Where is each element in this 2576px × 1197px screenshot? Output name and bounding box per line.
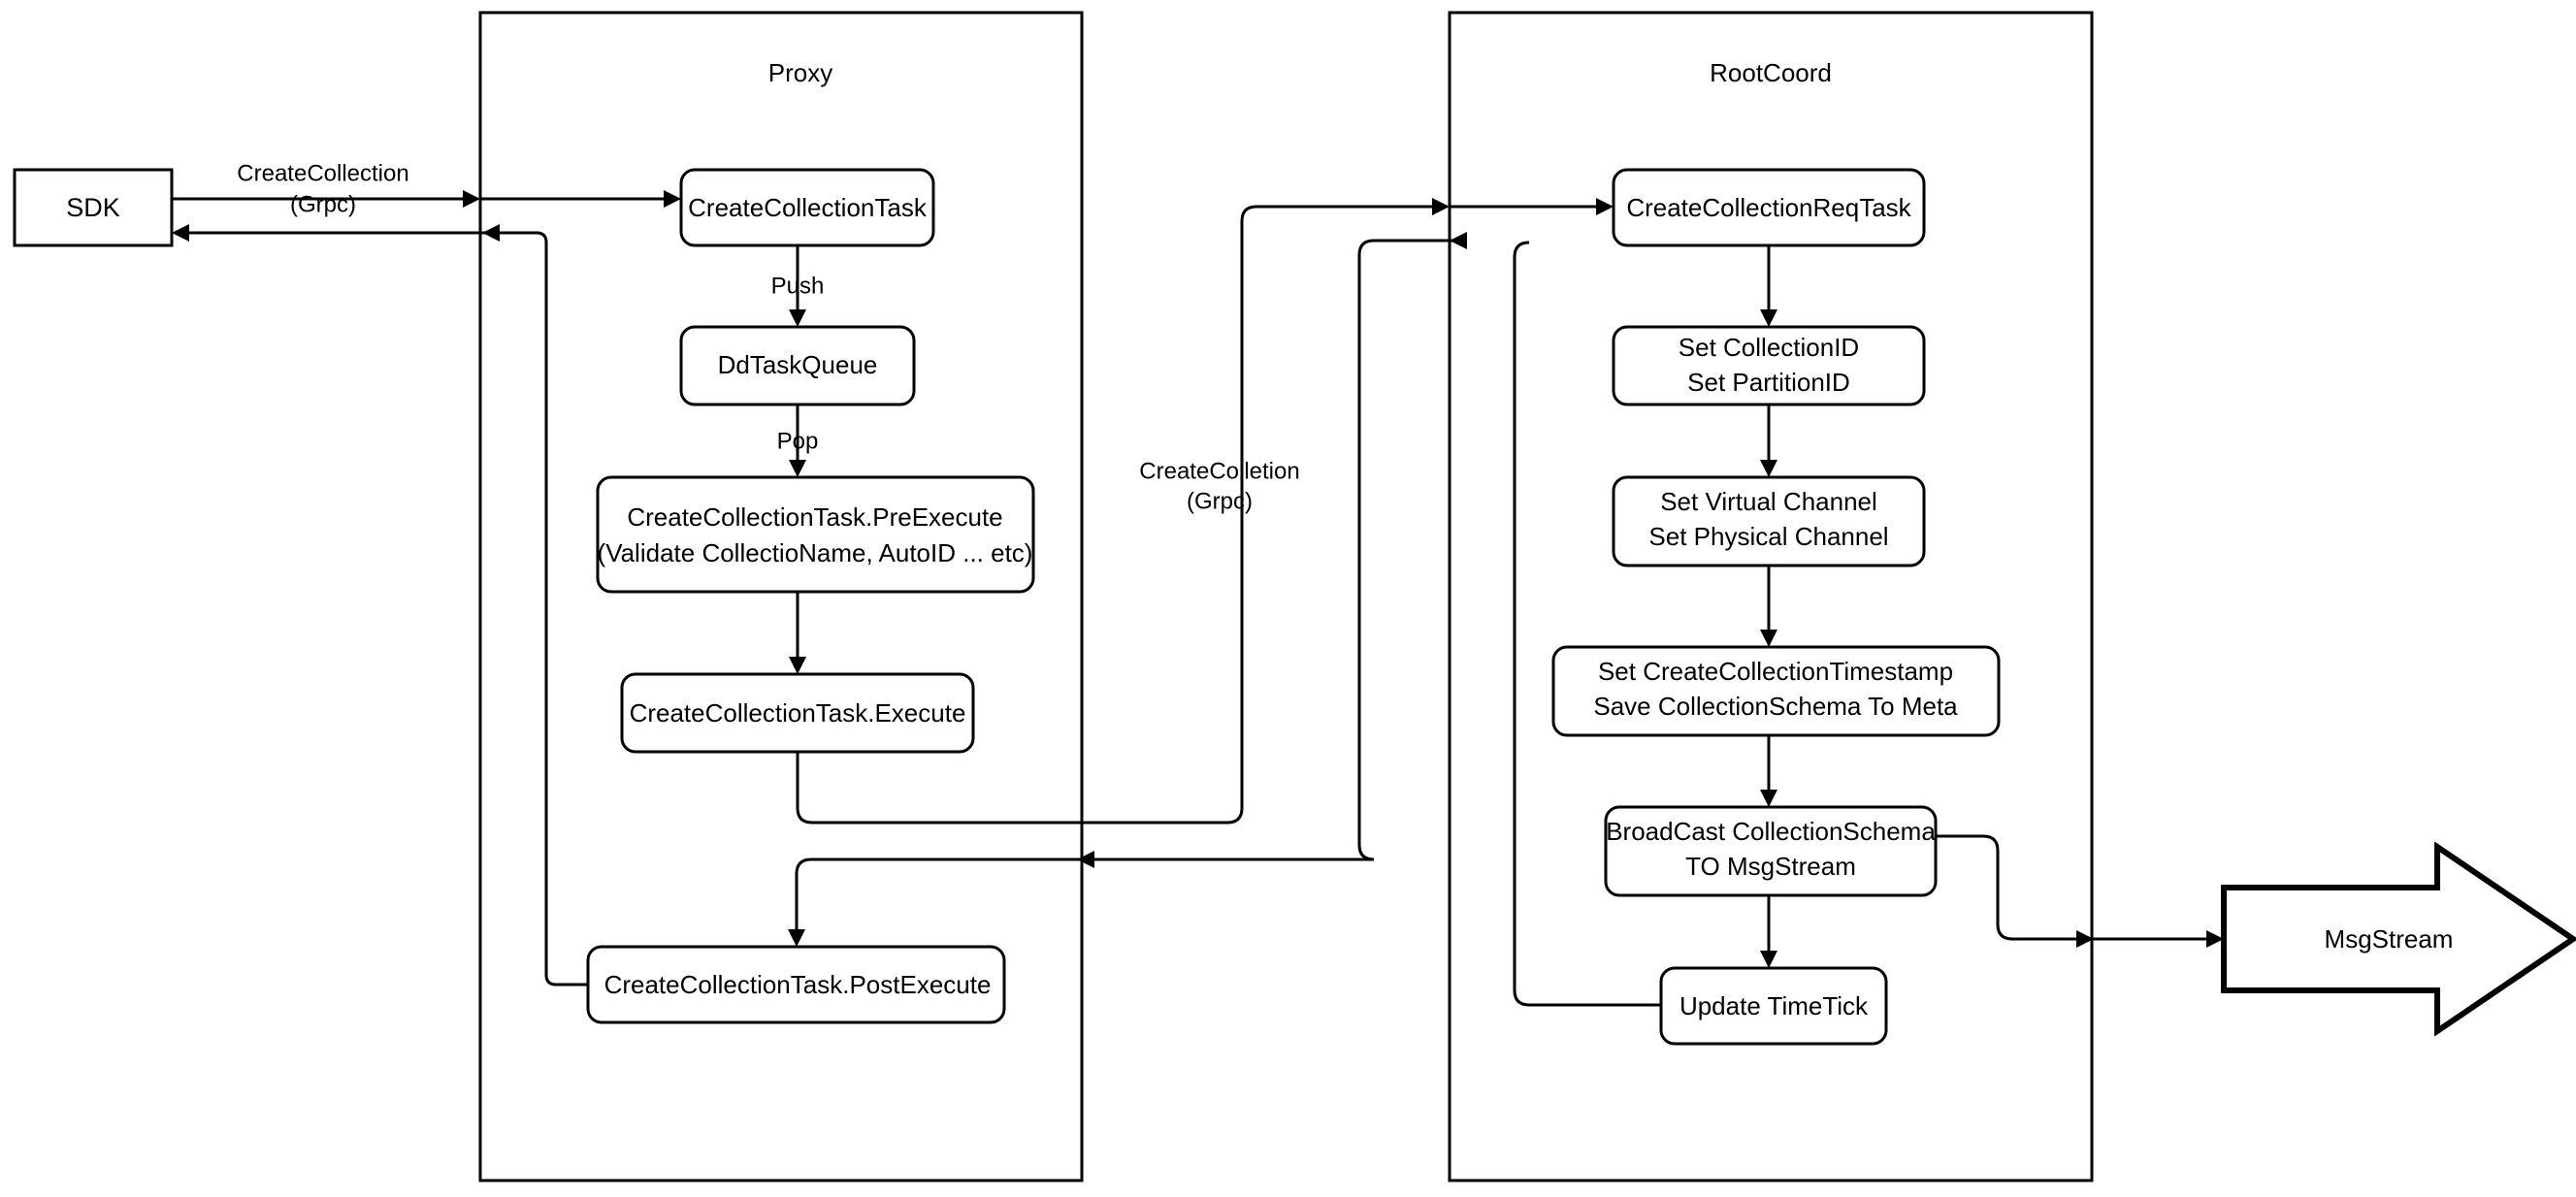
arrowhead-queue-to-preexecute [789, 460, 806, 477]
node-set-ids-label-line1: Set CollectionID [1679, 333, 1859, 362]
node-post-execute-label: CreateCollectionTask.PostExecute [604, 970, 992, 999]
edge-broadcast-to-msgstream [1936, 834, 2100, 941]
node-broadcast[interactable] [1604, 805, 1938, 897]
node-update-timetick-label: Update TimeTick [1679, 991, 1869, 1020]
edge-grpc-up-to-rootcoord [1226, 205, 1444, 825]
arrowhead-setids-to-setchannels [1760, 460, 1777, 477]
node-broadcast-label-line1: BroadCast CollectionSchema [1606, 817, 1936, 846]
node-pre-execute-label-line2: (Validate CollectioName, AutoID ... etc) [598, 538, 1033, 567]
node-create-collection-req-task-label: CreateCollectionReqTask [1626, 193, 1911, 222]
arrowhead-reqtask-to-setids [1760, 309, 1777, 327]
arrowhead-preexecute-to-execute [789, 657, 806, 674]
node-execute[interactable] [620, 672, 975, 754]
node-create-collection-task-label: CreateCollectionTask [688, 193, 928, 222]
arrowhead-broadcast-at-rootcoord-edge [2076, 930, 2094, 948]
arrowhead-proxy-boundary-to-task [664, 190, 681, 208]
node-dd-task-queue-label: DdTaskQueue [718, 350, 878, 379]
arrowhead-broadcast-to-timetick [1760, 951, 1777, 968]
node-set-timestamp[interactable] [1551, 645, 2001, 737]
arrowhead-to-msgstream-shape [2206, 930, 2224, 948]
node-create-collection-req-task[interactable] [1612, 168, 1926, 247]
node-set-ids[interactable] [1612, 325, 1926, 406]
edge-label-pop: Pop [777, 428, 819, 454]
arrowhead-return-at-proxy-boundary [482, 224, 500, 242]
node-pre-execute-label-line1: CreateCollectionTask.PreExecute [627, 502, 1002, 532]
edge-label-createcolletion-grpc-line1: CreateColletion [1139, 458, 1299, 484]
arrowhead-rootcoord-boundary-to-reqtask [1596, 198, 1614, 215]
node-create-collection-task[interactable] [679, 168, 935, 247]
node-set-timestamp-label-line1: Set CreateCollectionTimestamp [1598, 657, 1953, 686]
arrowhead-postexecute-to-sdk [172, 224, 189, 242]
container-rootcoord-title: RootCoord [1710, 58, 1832, 87]
arrowhead-sdk-to-proxy [463, 190, 480, 208]
node-set-ids-label-line2: Set PartitionID [1687, 368, 1850, 397]
arrowhead-task-to-queue [789, 309, 806, 327]
edge-label-push: Push [771, 273, 825, 299]
arrowhead-setchannels-to-settimestamp [1760, 630, 1777, 647]
edge-execute-to-rootcoord [796, 752, 1227, 825]
node-post-execute[interactable] [586, 945, 1006, 1024]
node-execute-label: CreateCollectionTask.Execute [630, 698, 966, 728]
node-set-channels-label-line1: Set Virtual Channel [1660, 487, 1877, 516]
edge-rootcoord-return-riser [1357, 239, 1455, 861]
node-msgstream-arrow[interactable] [2221, 841, 2576, 1037]
edge-label-createcollection-grpc-line2: (Grpc) [290, 191, 356, 217]
arrowhead-return-at-proxy-edge [1077, 851, 1094, 868]
node-msgstream-label: MsgStream [2325, 924, 2454, 954]
arrowhead-settimestamp-to-broadcast [1760, 790, 1777, 807]
arrowhead-return-to-postexecute [788, 929, 805, 947]
edge-label-createcollection-grpc-line1: CreateCollection [237, 160, 408, 186]
arrowhead-rootcoord-return-at-boundary [1450, 232, 1467, 249]
node-dd-task-queue[interactable] [679, 325, 916, 406]
node-update-timetick[interactable] [1659, 966, 1888, 1046]
edge-return-down-to-postexecute [795, 857, 812, 931]
node-set-timestamp-label-line2: Save CollectionSchema To Meta [1593, 692, 1958, 721]
node-set-channels[interactable] [1612, 475, 1926, 567]
arrowhead-grpc-at-rootcoord-boundary [1432, 198, 1450, 215]
node-pre-execute[interactable] [596, 475, 1035, 594]
container-proxy-title: Proxy [768, 58, 832, 87]
edge-timetick-to-return [1513, 241, 1661, 1007]
node-set-channels-label-line2: Set Physical Channel [1648, 522, 1888, 551]
node-broadcast-label-line2: TO MsgStream [1685, 852, 1856, 881]
node-sdk[interactable] [13, 168, 174, 247]
edge-label-createcolletion-grpc-line2: (Grpc) [1187, 488, 1253, 514]
node-sdk-label: SDK [66, 193, 120, 222]
edge-postexecute-to-sdk [178, 231, 588, 987]
